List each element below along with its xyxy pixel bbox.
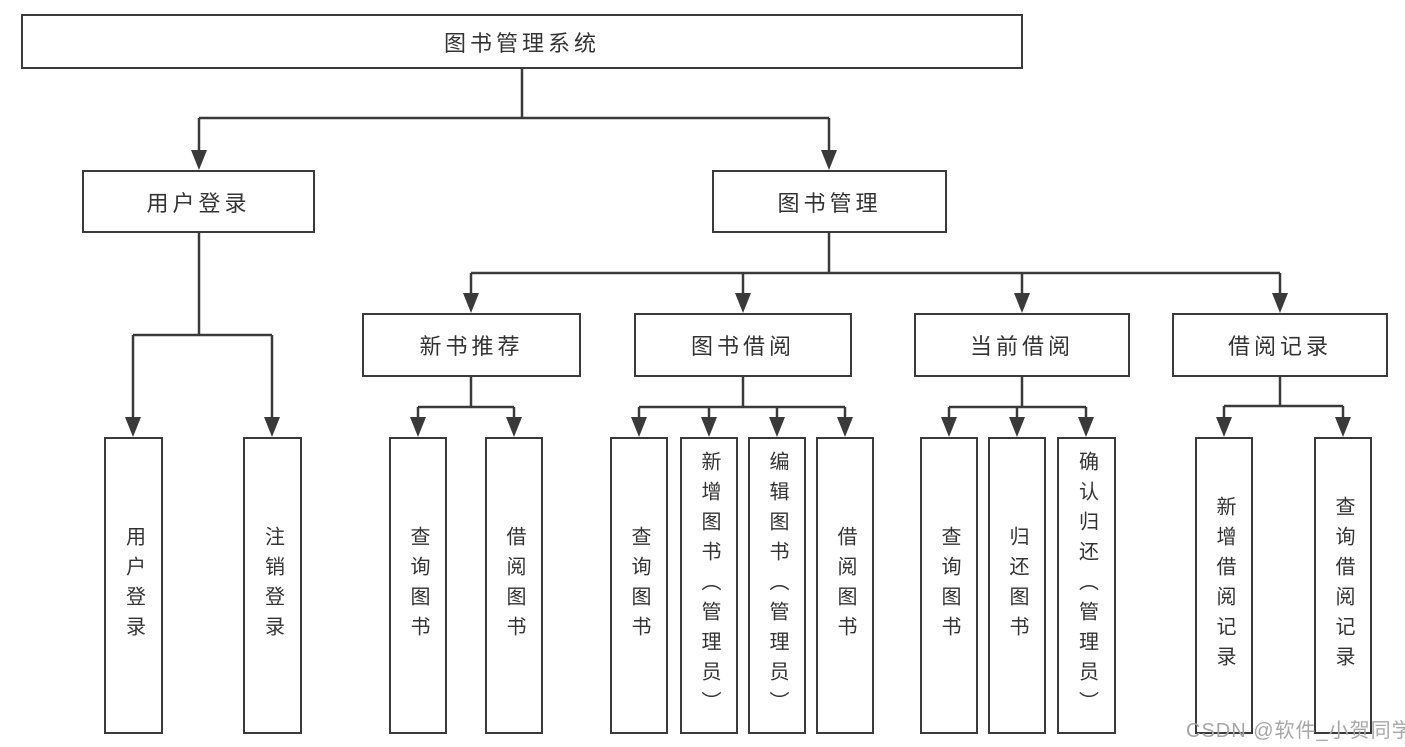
- node-user-login: 用户登录: [82, 170, 315, 233]
- node-leaf-borrow-books-2: 借阅图书: [816, 437, 874, 734]
- node-current-borrow: 当前借阅: [914, 313, 1130, 377]
- node-root: 图书管理系统: [21, 14, 1023, 69]
- node-leaf-user-login: 用户登录: [104, 437, 163, 734]
- node-leaf-return-book: 归还图书: [988, 437, 1046, 734]
- node-user-login-label: 用户登录: [146, 190, 251, 216]
- node-leaf-confirm-return-admin-label: 确认归还（管理员）: [1075, 450, 1098, 721]
- node-current-borrow-label: 当前借阅: [969, 334, 1074, 359]
- node-borrow-records: 借阅记录: [1172, 313, 1388, 377]
- node-leaf-confirm-return-admin: 确认归还（管理员）: [1057, 437, 1116, 734]
- node-leaf-return-book-label: 归还图书: [1006, 525, 1028, 646]
- node-leaf-add-borrow-record: 新增借阅记录: [1195, 437, 1253, 734]
- node-leaf-logout: 注销登录: [243, 437, 302, 734]
- node-new-book-recommend-label: 新书推荐: [419, 334, 524, 359]
- node-leaf-edit-book-admin: 编辑图书（管理员）: [748, 437, 806, 734]
- node-leaf-add-book-admin-label: 新增图书（管理员）: [698, 450, 720, 721]
- watermark: CSDN @软件_小贺同学: [1186, 720, 1405, 742]
- node-leaf-query-borrow-record: 查询借阅记录: [1314, 437, 1372, 734]
- node-leaf-query-books-2: 查询图书: [610, 437, 668, 734]
- node-borrow-records-label: 借阅记录: [1227, 334, 1332, 359]
- node-book-borrow-label: 图书借阅: [690, 334, 795, 359]
- node-leaf-borrow-books-1: 借阅图书: [485, 437, 543, 734]
- node-leaf-add-borrow-record-label: 新增借阅记录: [1213, 495, 1235, 676]
- node-leaf-query-borrow-record-label: 查询借阅记录: [1332, 495, 1354, 676]
- node-leaf-logout-label: 注销登录: [261, 525, 284, 646]
- node-leaf-query-books-3: 查询图书: [920, 437, 978, 734]
- node-root-label: 图书管理系统: [443, 30, 600, 56]
- node-leaf-borrow-books-1-label: 借阅图书: [503, 525, 525, 646]
- node-leaf-query-books-1: 查询图书: [389, 437, 447, 734]
- node-leaf-query-books-2-label: 查询图书: [628, 525, 650, 646]
- node-leaf-query-books-1-label: 查询图书: [407, 525, 429, 646]
- node-leaf-edit-book-admin-label: 编辑图书（管理员）: [766, 450, 788, 721]
- node-book-management-label: 图书管理: [777, 190, 882, 216]
- node-leaf-user-login-label: 用户登录: [122, 525, 145, 646]
- node-book-management: 图书管理: [712, 170, 947, 233]
- node-book-borrow: 图书借阅: [634, 313, 852, 377]
- node-leaf-add-book-admin: 新增图书（管理员）: [680, 437, 738, 734]
- node-leaf-query-books-3-label: 查询图书: [938, 525, 960, 646]
- node-leaf-borrow-books-2-label: 借阅图书: [834, 525, 856, 646]
- node-new-book-recommend: 新书推荐: [362, 313, 581, 377]
